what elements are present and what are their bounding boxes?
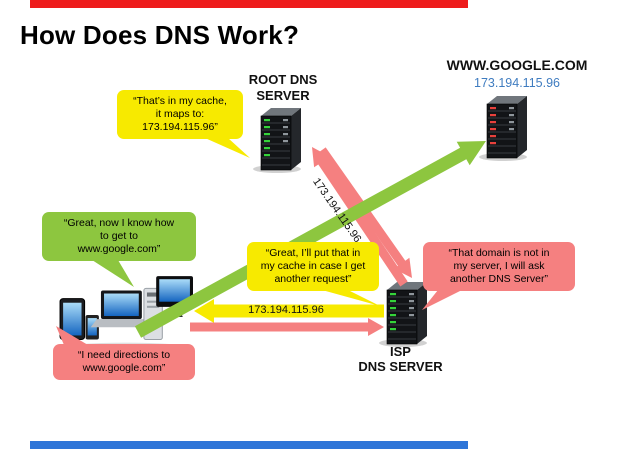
bubble-line: another DNS Server” [449, 273, 549, 285]
bubble-line: to get to [100, 230, 138, 242]
bubble-tail-isp-cache [322, 290, 380, 306]
speech-bubble-client-request: “I need directions to www.google.com” [53, 344, 195, 380]
bubble-line: another request” [274, 273, 352, 285]
bubble-tail-root-cache [205, 138, 250, 158]
top-accent-bar [30, 0, 468, 8]
arrow-client-to-google [134, 141, 486, 338]
bubble-tail-client-success [92, 260, 134, 287]
bubble-line: my cache in case I get [260, 260, 366, 272]
google-domain-label: WWW.GOOGLE.COM [446, 57, 588, 73]
root-dns-label-line2: SERVER [256, 88, 310, 103]
isp-dns-label: ISP DNS SERVER [338, 344, 463, 374]
bubble-tail-client-request [56, 326, 88, 345]
arrow-isp-to-client-ip [194, 299, 384, 323]
bubble-line: 173.194.115.96” [142, 121, 218, 133]
bottom-accent-bar [30, 441, 468, 449]
isp-dns-label-line1: ISP [390, 344, 411, 359]
speech-bubble-root-cache: “That’s in my cache, it maps to: 173.194… [117, 90, 243, 139]
bubble-line: www.google.com” [77, 243, 161, 255]
speech-bubble-isp-referral: “That domain is not in my server, I will… [423, 242, 575, 291]
speech-bubble-isp-cache: “Great, I’ll put that in my cache in cas… [247, 242, 379, 291]
slide-title: How Does DNS Work? [20, 20, 300, 50]
bubble-line: “Great, now I know how [63, 217, 175, 229]
root-dns-label-line1: ROOT DNS [248, 72, 318, 87]
bubble-line: “That domain is not in [448, 247, 550, 259]
bubble-line: www.google.com” [82, 362, 166, 374]
bubble-line: “I need directions to [77, 349, 171, 361]
bubble-tail-isp-referral [422, 290, 462, 310]
isp-dns-label-line2: DNS SERVER [358, 359, 443, 374]
bubble-line: it maps to: [155, 108, 205, 120]
root-dns-label: ROOT DNS SERVER [223, 72, 343, 104]
isp-to-client-ip-label: 173.194.115.96 [248, 304, 324, 316]
bubble-line: “Great, I’ll put that in [265, 247, 361, 259]
arrow-client-to-isp [190, 318, 384, 336]
google-ip-label: 173.194.115.96 [474, 76, 560, 90]
bubble-line: my server, I will ask [453, 260, 545, 272]
bubble-line: “That’s in my cache, [133, 95, 227, 107]
speech-bubble-client-success: “Great, now I know how to get to www.goo… [42, 212, 196, 261]
